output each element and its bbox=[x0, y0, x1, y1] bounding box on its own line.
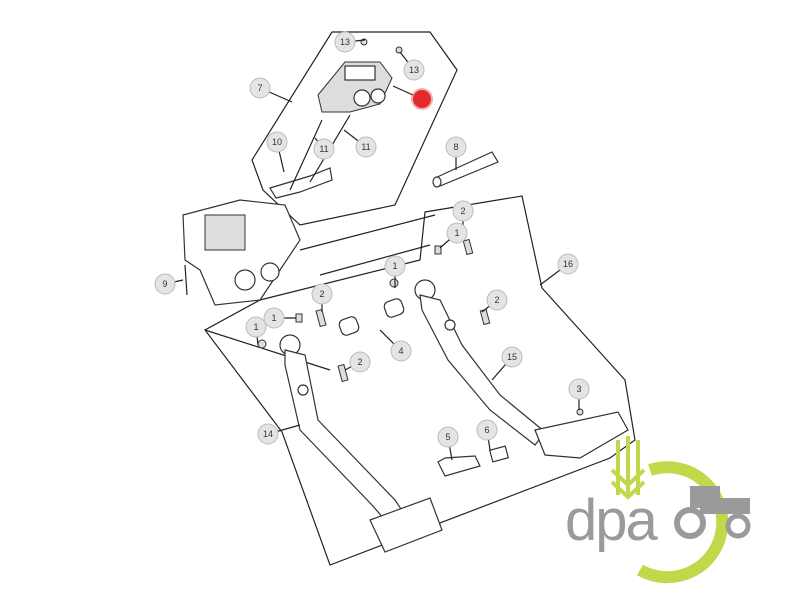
callout-bubble bbox=[384, 255, 406, 277]
callout-label: 14 bbox=[263, 429, 273, 439]
callout-label: 11 bbox=[361, 142, 370, 152]
callout-bubble bbox=[403, 59, 425, 81]
leader-line bbox=[392, 85, 414, 96]
callout-label: 7 bbox=[257, 83, 262, 93]
brake-pedal bbox=[414, 279, 629, 459]
callout-2[interactable]: 2 bbox=[311, 283, 333, 312]
callout-label: 13 bbox=[340, 37, 350, 47]
clip bbox=[488, 445, 510, 463]
callout-bubble bbox=[349, 351, 371, 373]
callout-7[interactable]: 7 bbox=[249, 77, 293, 103]
callout-16[interactable]: 16 bbox=[539, 253, 579, 286]
guide-line bbox=[204, 329, 331, 371]
callout-label: 3 bbox=[576, 384, 581, 394]
callout-bubble bbox=[437, 426, 459, 448]
lower-group-outline bbox=[204, 195, 636, 566]
clutch-pedal bbox=[279, 334, 443, 553]
callout-label: 2 bbox=[460, 206, 465, 216]
callout-14[interactable]: 14 bbox=[257, 423, 301, 445]
callout-bubble bbox=[452, 200, 474, 222]
callout-bubble bbox=[446, 222, 468, 244]
guide-line bbox=[299, 214, 436, 251]
callout-15[interactable]: 15 bbox=[491, 346, 523, 381]
callout-bubble bbox=[445, 136, 467, 158]
callout-label: 15 bbox=[507, 352, 517, 362]
callout-4[interactable]: 4 bbox=[379, 329, 412, 362]
callout-13[interactable]: 13 bbox=[399, 51, 425, 81]
upper-group-outline bbox=[251, 31, 458, 226]
callout-label: 1 bbox=[253, 322, 258, 332]
bushings bbox=[257, 278, 405, 349]
callout-bubble bbox=[476, 419, 498, 441]
callout-label: 13 bbox=[409, 65, 419, 75]
selected-part-marker[interactable] bbox=[411, 88, 433, 110]
callout-1[interactable]: 1 bbox=[245, 316, 267, 346]
callout-label: 9 bbox=[162, 279, 167, 289]
callout-label: 6 bbox=[484, 425, 489, 435]
bracket bbox=[269, 167, 333, 199]
pivot-pin bbox=[434, 151, 499, 187]
callout-bubble bbox=[501, 346, 523, 368]
callout-11[interactable]: 11 bbox=[343, 129, 377, 158]
callout-label: 1 bbox=[271, 313, 276, 323]
callout-label: 1 bbox=[392, 261, 397, 271]
callout-label: 11 bbox=[319, 144, 328, 154]
callout-11[interactable]: 11 bbox=[313, 137, 335, 160]
callout-label: 1 bbox=[454, 228, 459, 238]
callout-bubble bbox=[355, 136, 377, 158]
callout-13[interactable]: 13 bbox=[334, 31, 366, 53]
callout-bubble bbox=[557, 253, 579, 275]
callout-1[interactable]: 1 bbox=[384, 255, 406, 288]
dpa-logo: dpa bbox=[565, 436, 751, 584]
callout-6[interactable]: 6 bbox=[476, 419, 498, 451]
callout-bubble bbox=[266, 131, 288, 153]
callout-1[interactable]: 1 bbox=[263, 307, 296, 329]
springs bbox=[295, 238, 491, 383]
callout-label: 4 bbox=[398, 346, 403, 356]
callout-label: 2 bbox=[319, 289, 324, 299]
callout-bubble bbox=[486, 289, 508, 311]
plate bbox=[437, 455, 481, 477]
callout-bubble bbox=[154, 273, 176, 295]
callout-bubble bbox=[568, 378, 590, 400]
callout-label: 8 bbox=[453, 142, 458, 152]
callout-label: 16 bbox=[563, 259, 573, 269]
callout-label: 2 bbox=[357, 357, 362, 367]
callout-bubble bbox=[257, 423, 279, 445]
callout-bubble bbox=[390, 340, 412, 362]
callout-label: 2 bbox=[494, 295, 499, 305]
callout-bubble bbox=[249, 77, 271, 99]
callout-bubble bbox=[334, 31, 356, 53]
callout-10[interactable]: 10 bbox=[266, 131, 288, 173]
callout-label: 5 bbox=[445, 432, 450, 442]
brake-valve-body bbox=[182, 199, 301, 306]
callout-2[interactable]: 2 bbox=[481, 289, 508, 313]
callout-9[interactable]: 9 bbox=[154, 273, 184, 295]
logo-text: dpa bbox=[565, 488, 659, 553]
callout-8[interactable]: 8 bbox=[445, 136, 467, 170]
callout-bubble bbox=[245, 316, 267, 338]
callout-2[interactable]: 2 bbox=[344, 351, 371, 373]
callout-label: 10 bbox=[272, 137, 282, 147]
callout-3[interactable]: 3 bbox=[568, 378, 590, 410]
pedal-sensor-unit bbox=[317, 38, 403, 113]
tractor-icon bbox=[674, 486, 751, 539]
callout-bubble bbox=[311, 283, 333, 305]
callout-5[interactable]: 5 bbox=[437, 426, 459, 461]
guide-line bbox=[319, 244, 431, 276]
callout-1[interactable]: 1 bbox=[439, 222, 468, 249]
callout-bubble bbox=[313, 138, 335, 160]
callout-bubble bbox=[263, 307, 285, 329]
